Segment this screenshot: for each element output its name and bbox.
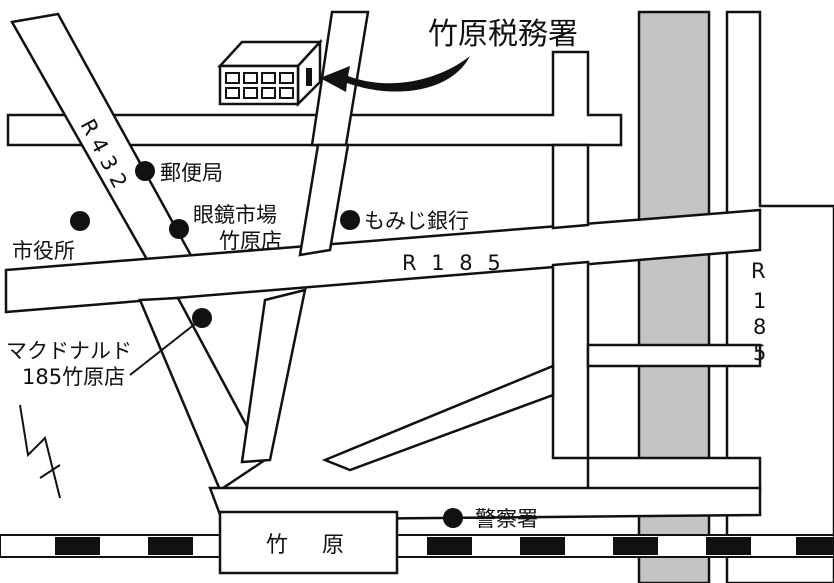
road-connector-left (298, 143, 350, 257)
road-r185-horizontal (4, 208, 762, 314)
road-connector-mid (551, 143, 590, 230)
pointer-arrow-icon (320, 56, 470, 92)
road-lower-inner (240, 288, 307, 464)
station: 竹 原 (218, 510, 399, 575)
road-lower-east-1 (586, 343, 762, 368)
svg-text:5: 5 (753, 341, 766, 365)
destination-label: 竹原税務署 (428, 17, 578, 52)
poi-momiji-bank: もみじ銀行 (340, 209, 469, 233)
road-r185-vertical (725, 10, 834, 583)
road-lower-east-2 (586, 456, 762, 492)
poi-optician-label-1: 眼鏡市場 (193, 203, 277, 227)
poi-optician: 眼鏡市場 竹原店 (169, 203, 282, 253)
road-lower-mid (551, 260, 590, 460)
road-south-diagonal (321, 364, 555, 472)
svg-text:8: 8 (753, 315, 766, 339)
poi-city-hall-label: 市役所 (12, 239, 75, 263)
route-r185-horizontal-label: R 1 8 5 (402, 251, 505, 275)
poi-police: 警察署 (443, 507, 538, 531)
poi-mcdonalds-label-2: 185竹原店 (22, 365, 125, 389)
road-upper-horizontal (6, 50, 623, 147)
poi-optician-label-2: 竹原店 (219, 229, 282, 253)
poi-mcdonalds-label-1: マクドナルド (6, 339, 132, 363)
poi-police-label: 警察署 (475, 507, 538, 531)
poi-momiji-bank-label: もみじ銀行 (364, 209, 469, 233)
svg-text:R: R (751, 259, 766, 283)
office-building-icon (217, 38, 323, 108)
north-arrow-icon (19, 404, 61, 499)
poi-post-office-label: 郵便局 (160, 161, 223, 185)
poi-city-hall: 市役所 (12, 211, 90, 263)
route-r185-vertical-label: R 1 8 5 (751, 259, 766, 365)
station-label: 竹 原 (266, 533, 350, 558)
poi-mcdonalds: マクドナルド 185竹原店 (6, 308, 212, 389)
svg-text:1: 1 (753, 289, 766, 313)
poi-post-office: 郵便局 (135, 161, 223, 185)
railway (0, 534, 834, 558)
